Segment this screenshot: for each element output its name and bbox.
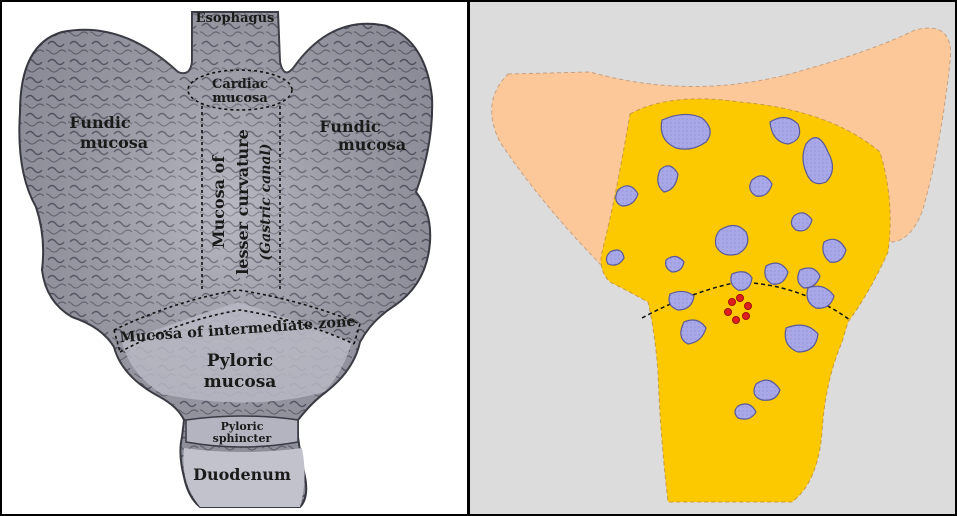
schematic-panel bbox=[470, 2, 955, 514]
anatomy-panel: Esophagus Cardiac mucosa Fundic mucosa F… bbox=[2, 2, 467, 514]
antrum-region bbox=[601, 99, 890, 502]
label-pyloric-2: mucosa bbox=[204, 372, 277, 392]
stomach-schematic bbox=[470, 2, 955, 514]
label-lesser-curvature-2: lesser curvature bbox=[233, 129, 252, 275]
label-cardiac-2: mucosa bbox=[212, 91, 268, 106]
label-sphincter-2: sphincter bbox=[213, 432, 272, 445]
label-fundic-left-1: Fundic bbox=[69, 113, 131, 132]
label-duodenum: Duodenum bbox=[193, 465, 291, 484]
label-fundic-left-2: mucosa bbox=[80, 133, 148, 152]
label-lesser-curvature-3: (Gastric canal) bbox=[258, 144, 274, 261]
stomach-illustration: Esophagus Cardiac mucosa Fundic mucosa F… bbox=[2, 2, 467, 514]
label-cardiac-1: Cardiac bbox=[212, 77, 268, 92]
label-fundic-right-2: mucosa bbox=[338, 135, 406, 154]
label-esophagus: Esophagus bbox=[196, 11, 275, 26]
label-lesser-curvature-1: Mucosa of bbox=[209, 155, 228, 248]
label-pyloric-1: Pyloric bbox=[207, 351, 273, 371]
label-fundic-right-1: Fundic bbox=[319, 117, 381, 136]
